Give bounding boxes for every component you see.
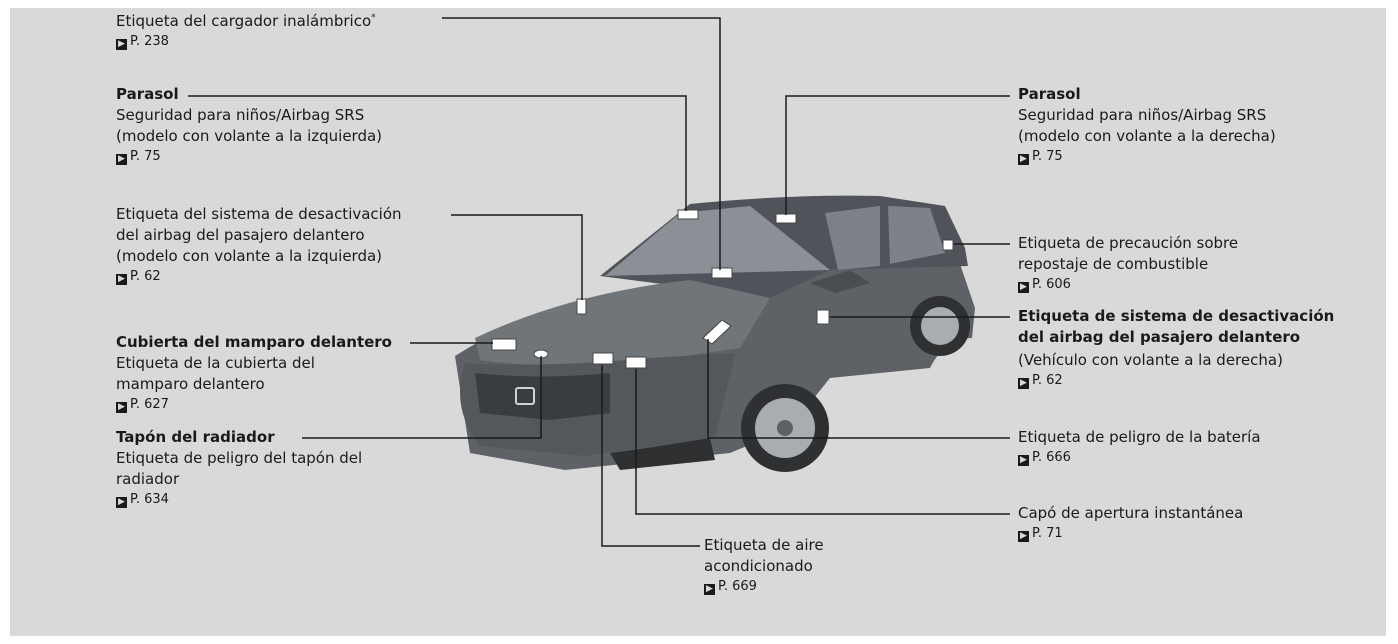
arrow-right-box-icon: ▶	[116, 497, 127, 508]
aircon-text: Etiqueta de aire acondicionado	[704, 536, 824, 575]
callout-sunvisor-right: Parasol Seguridad para niños/Airbag SRS …	[1018, 84, 1276, 166]
radiator-title: Tapón del radiador	[116, 428, 275, 446]
arrow-right-box-icon: ▶	[1018, 378, 1029, 389]
battery-ref[interactable]: P. 666	[1032, 450, 1071, 465]
wireless-charger-title: Etiqueta del cargador inalámbrico	[116, 12, 372, 30]
label-markers	[491, 209, 954, 369]
sunvisor-left-title: Parasol	[116, 85, 179, 103]
airbag-right-ref[interactable]: P. 62	[1032, 373, 1063, 388]
arrow-right-box-icon: ▶	[116, 402, 127, 413]
arrow-right-box-icon: ▶	[1018, 455, 1029, 466]
bulkhead-ref[interactable]: P. 627	[130, 397, 169, 412]
aircon-ref[interactable]: P. 669	[718, 579, 757, 594]
callout-airbag-right: Etiqueta de sistema de desactivación del…	[1018, 306, 1334, 390]
callout-aircon: Etiqueta de aire acondicionado ▶P. 669	[704, 535, 824, 596]
hood-text: Capó de apertura instantánea	[1018, 504, 1244, 522]
radiator-text: Etiqueta de peligro del tapón del radiad…	[116, 449, 363, 488]
airbag-left-ref[interactable]: P. 62	[130, 269, 161, 284]
arrow-right-box-icon: ▶	[1018, 154, 1029, 165]
callout-bulkhead: Cubierta del mamparo delantero Etiqueta …	[116, 332, 392, 414]
callout-fuel: Etiqueta de precaución sobre repostaje d…	[1018, 233, 1238, 294]
radiator-ref[interactable]: P. 634	[130, 492, 169, 507]
fuel-ref[interactable]: P. 606	[1032, 277, 1071, 292]
callout-airbag-left: Etiqueta del sistema de desactivación de…	[116, 204, 402, 286]
callout-battery: Etiqueta de peligro de la batería ▶P. 66…	[1018, 427, 1261, 467]
sunvisor-left-text: Seguridad para niños/Airbag SRS (modelo …	[116, 106, 383, 145]
airbag-left-text: Etiqueta del sistema de desactivación de…	[116, 205, 402, 265]
arrow-right-box-icon: ▶	[1018, 531, 1029, 542]
diagram-canvas: Etiqueta del cargador inalámbrico* ▶P. 2…	[10, 8, 1386, 636]
arrow-right-box-icon: ▶	[116, 154, 127, 165]
callout-hood: Capó de apertura instantánea ▶P. 71	[1018, 503, 1243, 543]
leader-lines	[188, 17, 1010, 547]
car-label-diagram	[188, 17, 1010, 547]
sunvisor-right-title: Parasol	[1018, 85, 1081, 103]
airbag-right-text: (Vehículo con volante a la derecha)	[1018, 351, 1283, 369]
airbag-right-title: Etiqueta de sistema de desactivación del…	[1018, 307, 1335, 346]
bulkhead-text: Etiqueta de la cubierta del mamparo dela…	[116, 354, 315, 393]
arrow-right-box-icon: ▶	[704, 584, 715, 595]
wireless-charger-ref[interactable]: P. 238	[130, 34, 169, 49]
arrow-right-box-icon: ▶	[116, 274, 127, 285]
fuel-text: Etiqueta de precaución sobre repostaje d…	[1018, 234, 1239, 273]
hood-ref[interactable]: P. 71	[1032, 526, 1063, 541]
callout-radiator: Tapón del radiador Etiqueta de peligro d…	[116, 427, 362, 509]
option-asterisk: *	[371, 13, 376, 23]
sunvisor-right-ref[interactable]: P. 75	[1032, 149, 1063, 164]
sunvisor-right-text: Seguridad para niños/Airbag SRS (modelo …	[1018, 106, 1276, 145]
callout-wireless-charger: Etiqueta del cargador inalámbrico* ▶P. 2…	[116, 8, 376, 51]
arrow-right-box-icon: ▶	[116, 39, 127, 50]
sunvisor-left-ref[interactable]: P. 75	[130, 149, 161, 164]
battery-text: Etiqueta de peligro de la batería	[1018, 428, 1261, 446]
bulkhead-title: Cubierta del mamparo delantero	[116, 333, 392, 351]
arrow-right-box-icon: ▶	[1018, 282, 1029, 293]
callout-sunvisor-left: Parasol Seguridad para niños/Airbag SRS …	[116, 84, 382, 166]
